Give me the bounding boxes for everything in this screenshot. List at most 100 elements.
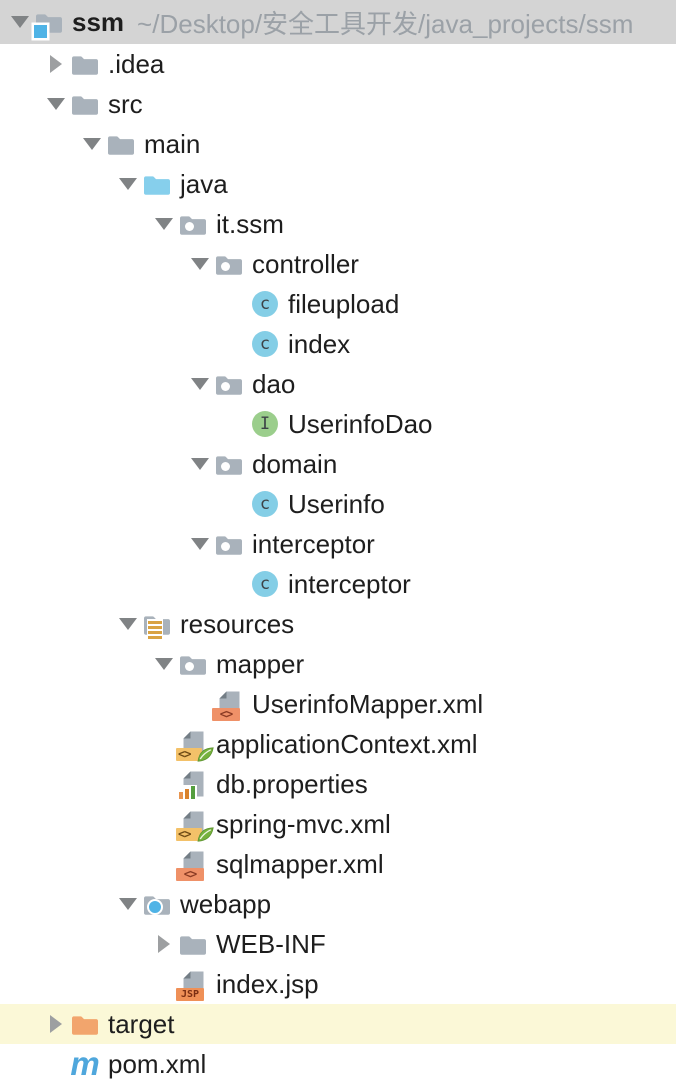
- class-letter: c: [252, 491, 278, 517]
- tree-row-web-inf[interactable]: WEB-INF: [0, 924, 676, 964]
- maven-m-glyph: m: [70, 1045, 100, 1082]
- folder-shape: [72, 96, 98, 115]
- tree-row-interceptor[interactable]: interceptor: [0, 524, 676, 564]
- expanded-arrow-icon[interactable]: [152, 658, 176, 670]
- class-letter: c: [252, 291, 278, 317]
- tree-item-label: controller: [252, 248, 359, 279]
- tree-row-webapp[interactable]: webapp: [0, 884, 676, 924]
- folder-icon: [107, 131, 135, 158]
- tree-row-applicationcontext.xml[interactable]: <> applicationContext.xml: [0, 724, 676, 764]
- expanded-arrow-icon[interactable]: [188, 378, 212, 390]
- expanded-arrow-icon[interactable]: [188, 538, 212, 550]
- xml-file-icon: <>: [212, 691, 243, 721]
- tree-row-java[interactable]: java: [0, 164, 676, 204]
- package-folder-icon: [215, 531, 243, 558]
- project-badge-icon: [34, 24, 47, 38]
- tree-row-sqlmapper.xml[interactable]: <> sqlmapper.xml: [0, 844, 676, 884]
- xml-band: <>: [176, 747, 202, 761]
- package-folder-icon: [215, 371, 243, 398]
- expanded-arrow-icon[interactable]: [116, 178, 140, 190]
- tree-row-userinfodao[interactable]: I UserinfoDao: [0, 404, 676, 444]
- folder-shape: [108, 136, 134, 155]
- expanded-arrow-icon[interactable]: [188, 458, 212, 470]
- tree-item-label: index: [288, 328, 351, 359]
- tree-row-domain[interactable]: domain: [0, 444, 676, 484]
- xml-band: <>: [176, 827, 202, 841]
- xml-file-icon: <>: [176, 851, 207, 881]
- expanded-arrow-icon[interactable]: [8, 16, 32, 28]
- package-dot-icon: [221, 381, 230, 391]
- spring-xml-file-icon: <>: [176, 731, 214, 762]
- expanded-arrow-icon[interactable]: [188, 258, 212, 270]
- package-folder-icon: [179, 651, 207, 678]
- tree-item-label: .idea: [108, 48, 165, 79]
- tree-row-ssm[interactable]: ssm~/Desktop/安全工具开发/java_projects/ssm: [0, 0, 676, 44]
- tree-item-label: webapp: [180, 888, 272, 919]
- tree-item-label: UserinfoMapper.xml: [252, 688, 484, 719]
- folder-shape: [144, 176, 170, 195]
- tree-row-userinfo[interactable]: c Userinfo: [0, 484, 676, 524]
- maven-icon: m: [70, 1045, 100, 1082]
- expanded-arrow-icon[interactable]: [152, 218, 176, 230]
- package-dot-icon: [185, 221, 194, 231]
- collapsed-arrow-icon[interactable]: [44, 55, 68, 73]
- tree-item-label: spring-mvc.xml: [216, 808, 391, 839]
- tree-row-main[interactable]: main: [0, 124, 676, 164]
- properties-file-icon: [177, 771, 207, 800]
- expanded-arrow-icon[interactable]: [116, 618, 140, 630]
- tree-row-it.ssm[interactable]: it.ssm: [0, 204, 676, 244]
- web-folder-icon: [143, 891, 171, 918]
- collapsed-arrow-icon[interactable]: [152, 935, 176, 953]
- folder-shape: [180, 936, 206, 955]
- tree-row-mapper[interactable]: mapper: [0, 644, 676, 684]
- tree-row-interceptor[interactable]: c interceptor: [0, 564, 676, 604]
- tree-item-label: interceptor: [288, 568, 411, 599]
- tree-row-fileupload[interactable]: c fileupload: [0, 284, 676, 324]
- expanded-arrow-icon[interactable]: [80, 138, 104, 150]
- project-folder-icon: [34, 9, 63, 38]
- jsp-band: JSP: [176, 987, 204, 1001]
- expanded-arrow-icon[interactable]: [116, 898, 140, 910]
- tree-item-label: Userinfo: [288, 488, 385, 519]
- tree-row-src[interactable]: src: [0, 84, 676, 124]
- properties-bars-icon: [177, 784, 197, 800]
- web-dot-icon: [147, 898, 163, 915]
- class-icon: c: [251, 571, 279, 598]
- tree-item-label: fileupload: [288, 288, 400, 319]
- tree-row-.idea[interactable]: .idea: [0, 44, 676, 84]
- tree-item-label: resources: [180, 608, 295, 639]
- folder-icon: [71, 51, 99, 78]
- tree-item-label: sqlmapper.xml: [216, 848, 384, 879]
- tree-item-label: interceptor: [252, 528, 375, 559]
- package-folder-icon: [215, 251, 243, 278]
- tree-item-label: db.properties: [216, 768, 368, 799]
- tree-row-resources[interactable]: resources: [0, 604, 676, 644]
- collapsed-arrow-icon[interactable]: [44, 1015, 68, 1033]
- folder-icon: [179, 931, 207, 958]
- folder-shape: [72, 56, 98, 75]
- tree-item-label: it.ssm: [216, 208, 284, 239]
- tree-row-target[interactable]: target: [0, 1004, 676, 1044]
- tree-item-label: applicationContext.xml: [216, 728, 478, 759]
- tree-item-label: domain: [252, 448, 338, 479]
- tree-row-db.properties[interactable]: db.properties: [0, 764, 676, 804]
- class-letter: c: [252, 331, 278, 357]
- tree-row-userinfomapper.xml[interactable]: <> UserinfoMapper.xml: [0, 684, 676, 724]
- tree-row-spring-mvc.xml[interactable]: <> spring-mvc.xml: [0, 804, 676, 844]
- tree-row-dao[interactable]: dao: [0, 364, 676, 404]
- expanded-arrow-icon[interactable]: [44, 98, 68, 110]
- package-dot-icon: [221, 261, 230, 271]
- resources-folder-icon: [143, 611, 171, 641]
- tree-item-label: main: [144, 128, 201, 159]
- tree-item-label: UserinfoDao: [288, 408, 433, 439]
- tree-row-controller[interactable]: controller: [0, 244, 676, 284]
- tree-item-label: java: [180, 168, 228, 199]
- class-icon: c: [251, 291, 279, 318]
- interface-letter: I: [252, 411, 278, 437]
- sources-folder-icon: [143, 171, 171, 198]
- tree-item-label: src: [108, 88, 143, 119]
